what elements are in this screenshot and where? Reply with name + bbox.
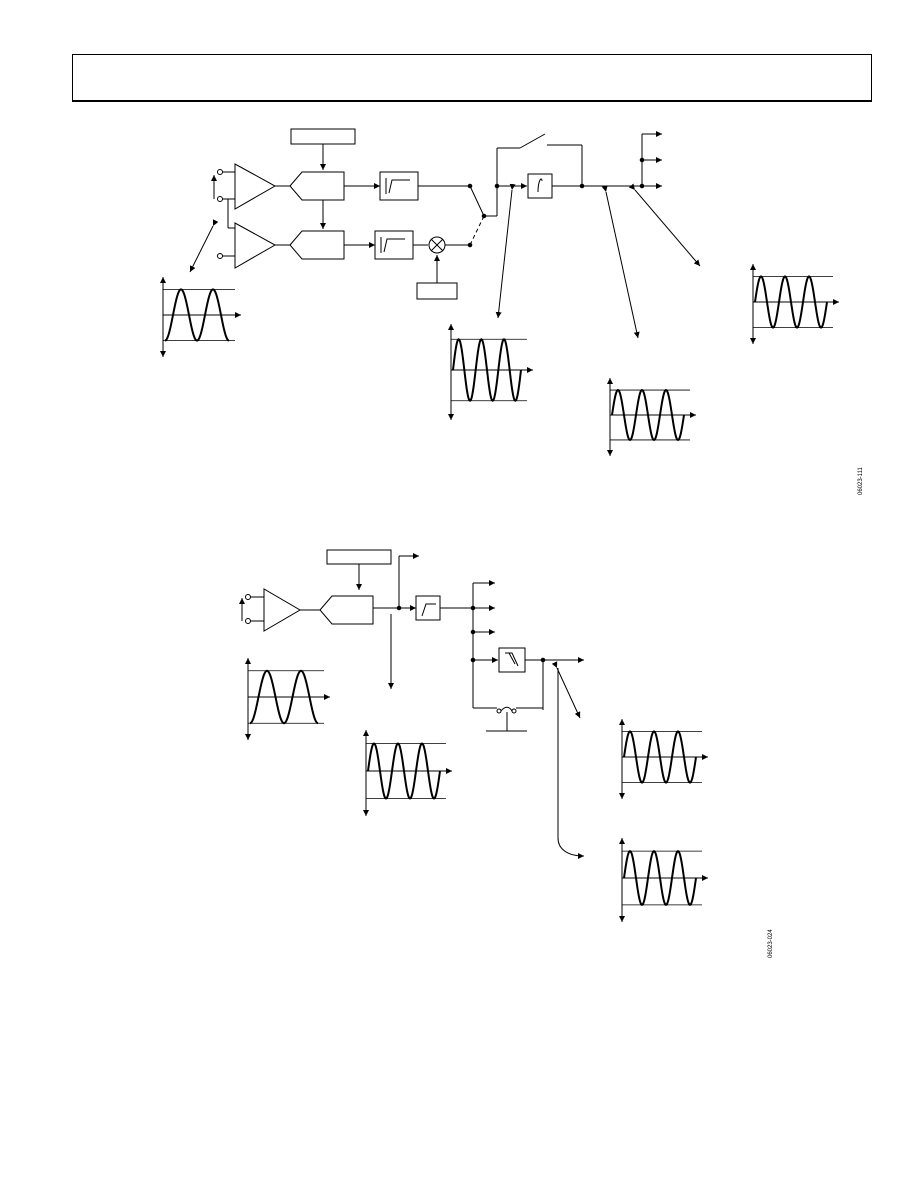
adc-upper (289, 171, 345, 201)
page-header-box (72, 54, 872, 102)
input-terminal-b2 (245, 618, 251, 624)
waveform-after-adc-bottom (363, 730, 452, 816)
bypass-switch-left (496, 708, 502, 714)
waveform-after-integrator-top (607, 378, 696, 456)
waveform-bypass-bottom (619, 838, 708, 922)
amplifier-bottom (263, 588, 301, 632)
bypass-switch-top (519, 133, 546, 149)
amplifier-upper (234, 163, 277, 210)
waveform-output-top (750, 264, 839, 344)
input-terminal-2 (217, 196, 223, 202)
figure-top-diagram (189, 128, 701, 339)
waveform-input-top (160, 277, 241, 357)
control-box-bottom (326, 549, 392, 565)
adc-bottom (319, 595, 374, 625)
amplifier-lower (234, 222, 277, 269)
waveform-after-switch-top (448, 324, 533, 420)
figure-ref-top: 06023-111 (858, 467, 864, 495)
figure-ref-bottom: 06023-024 (768, 929, 774, 958)
hpf-bottom (415, 595, 441, 621)
control-box-top (290, 128, 356, 145)
input-terminal-b1 (245, 594, 251, 600)
adc-lower (289, 230, 345, 260)
lpf-bottom (498, 647, 526, 673)
figure-bottom-diagram (239, 549, 585, 859)
phase-box (416, 282, 458, 300)
integrator-box (527, 173, 553, 199)
input-terminal-1 (217, 169, 223, 175)
input-terminal-3 (217, 253, 223, 259)
bypass-switch-right (511, 708, 517, 714)
waveform-after-lpf-bottom (619, 719, 708, 799)
waveform-input-bottom (245, 658, 330, 740)
